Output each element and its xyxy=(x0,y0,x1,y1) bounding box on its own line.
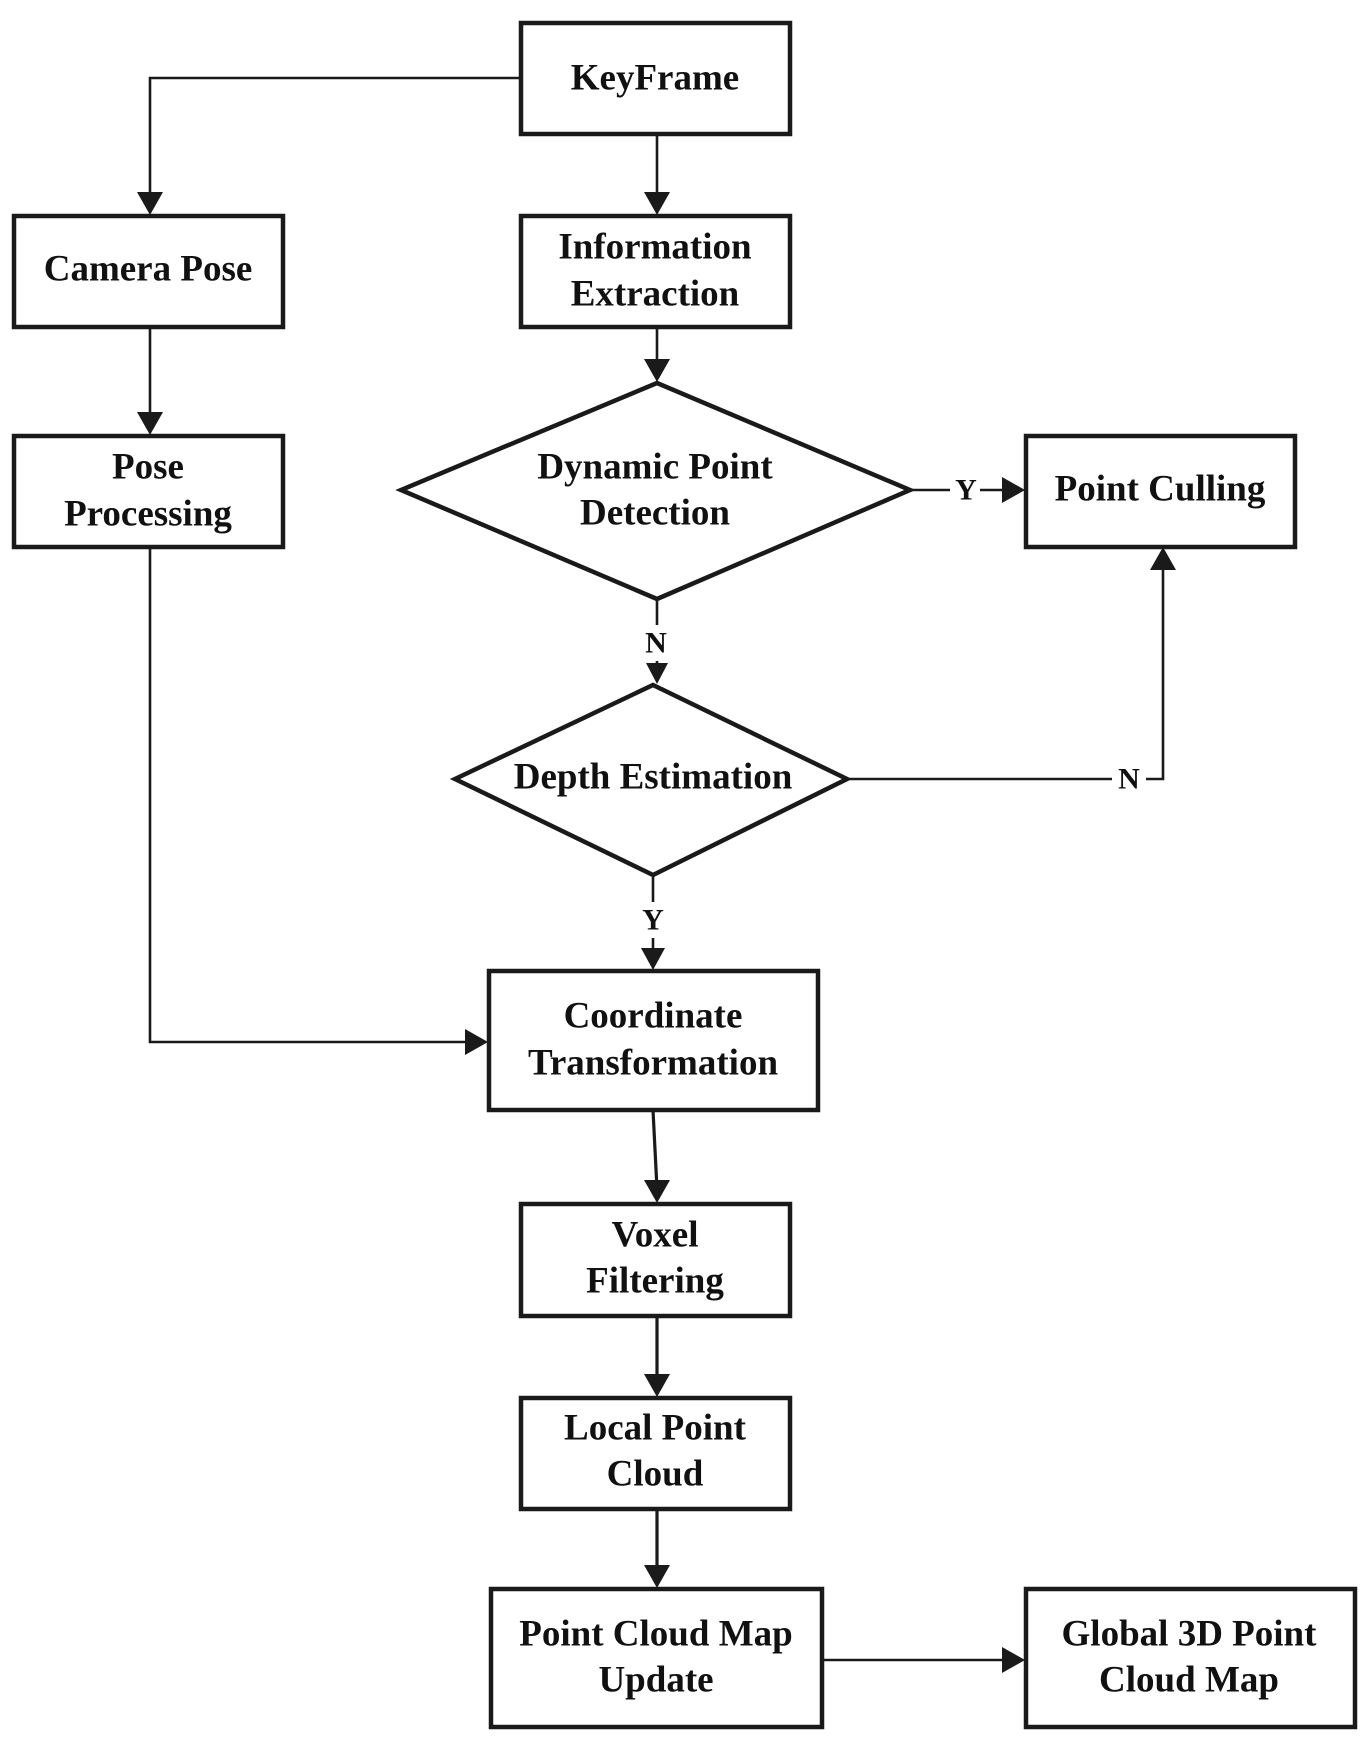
edges xyxy=(137,76,1176,1673)
node-point-cloud-map-update: Point Cloud Map Update xyxy=(488,1586,825,1730)
node-dynamic-point-detection: Dynamic Point Detection xyxy=(395,380,916,602)
node-pose-processing: Pose Processing xyxy=(11,433,286,550)
node-point-cloud-map-update-label-line2: Update xyxy=(598,1660,713,1701)
node-voxel-filtering: Voxel Filtering xyxy=(518,1201,793,1319)
node-pose-processing-label-line1: Pose xyxy=(112,447,184,488)
edge-label-bg-depth-yes xyxy=(636,902,670,938)
node-point-culling-label: Point Culling xyxy=(1055,469,1266,510)
node-voxel-filtering-label-line2: Filtering xyxy=(586,1261,724,1302)
node-camera-pose-box xyxy=(11,213,286,330)
node-voxel-filtering-box xyxy=(518,1201,793,1319)
edge-label-dynamic-yes: Y xyxy=(955,474,977,507)
node-point-cloud-map-update-box xyxy=(488,1586,825,1730)
arrowhead-global-map xyxy=(1002,1647,1025,1673)
node-keyframe: KeyFrame xyxy=(518,20,793,137)
edge-label-bg-dynamic-no xyxy=(640,625,674,661)
node-information-extraction-label-line1: Information xyxy=(558,227,752,268)
edge-label-bg-depth-no xyxy=(1112,761,1146,797)
arrowhead-coordinate-transformation-from-pose xyxy=(465,1029,488,1055)
node-pose-processing-box xyxy=(11,433,286,550)
node-information-extraction-box xyxy=(518,213,793,330)
arrowhead-voxel-filtering xyxy=(644,1180,670,1203)
arrowhead-pose-processing xyxy=(137,412,163,435)
node-coordinate-transformation: Coordinate Transformation xyxy=(486,968,821,1113)
node-keyframe-label: KeyFrame xyxy=(571,58,739,99)
node-global-3d-point-cloud-map-label-line1: Global 3D Point xyxy=(1062,1614,1318,1655)
edge-depth-estimation-no-to-point-culling xyxy=(847,561,1165,781)
node-local-point-cloud-label-line1: Local Point xyxy=(564,1408,747,1449)
edge-coordinate-transformation-to-voxel-filtering xyxy=(651,1109,659,1190)
node-pose-processing-label-line2: Processing xyxy=(64,494,232,535)
node-point-culling: Point Culling xyxy=(1023,433,1298,550)
node-camera-pose-label: Camera Pose xyxy=(44,249,253,290)
node-depth-estimation-label: Depth Estimation xyxy=(514,757,793,798)
edge-label-bg-dynamic-yes xyxy=(950,472,980,508)
arrowhead-camera-pose xyxy=(137,192,163,215)
node-local-point-cloud: Local Point Cloud xyxy=(518,1395,793,1512)
edge-pose-processing-to-coordinate-transformation xyxy=(148,547,474,1044)
node-dynamic-point-detection-label-line1: Dynamic Point xyxy=(537,447,773,488)
edge-label-depth-no: N xyxy=(1118,763,1140,796)
nodes: KeyFrame Camera Pose Information Extract… xyxy=(11,20,1358,1730)
arrowhead-dynamic-detection xyxy=(644,359,670,382)
node-local-point-cloud-box xyxy=(518,1395,793,1512)
node-coordinate-transformation-label-line1: Coordinate xyxy=(564,996,743,1037)
node-voxel-filtering-label-line1: Voxel xyxy=(611,1215,698,1256)
node-dynamic-point-detection-label-line2: Detection xyxy=(580,493,730,534)
arrowhead-point-culling-from-depth xyxy=(1150,547,1176,570)
node-local-point-cloud-label-line2: Cloud xyxy=(607,1454,704,1495)
node-coordinate-transformation-box xyxy=(486,968,821,1113)
arrowhead-coordinate-transformation-from-depth xyxy=(641,948,665,970)
node-point-culling-box xyxy=(1023,433,1298,550)
node-camera-pose: Camera Pose xyxy=(11,213,286,330)
node-information-extraction-label-line2: Extraction xyxy=(571,274,740,315)
node-global-3d-point-cloud-map: Global 3D Point Cloud Map xyxy=(1023,1586,1358,1730)
node-depth-estimation-diamond xyxy=(449,682,853,878)
arrowhead-point-culling-from-detection xyxy=(1002,477,1025,503)
arrowhead-local-point-cloud xyxy=(644,1374,670,1397)
arrowhead-information-extraction xyxy=(644,192,670,215)
arrowhead-map-update xyxy=(644,1565,670,1588)
edge-label-dynamic-no: N xyxy=(645,627,667,660)
node-information-extraction: Information Extraction xyxy=(518,213,793,330)
arrowhead-depth-estimation xyxy=(646,663,668,684)
edge-keyframe-to-camera-pose xyxy=(148,76,521,201)
node-keyframe-box xyxy=(518,20,793,137)
node-global-3d-point-cloud-map-box xyxy=(1023,1586,1358,1730)
node-depth-estimation: Depth Estimation xyxy=(449,682,853,878)
node-point-cloud-map-update-label-line1: Point Cloud Map xyxy=(519,1614,792,1655)
node-dynamic-point-detection-diamond xyxy=(395,380,916,602)
node-global-3d-point-cloud-map-label-line2: Cloud Map xyxy=(1099,1660,1279,1701)
node-coordinate-transformation-label-line2: Transformation xyxy=(528,1043,778,1084)
edge-label-depth-yes: Y xyxy=(642,904,664,937)
edge-labels: Y N N Y xyxy=(636,472,1146,938)
